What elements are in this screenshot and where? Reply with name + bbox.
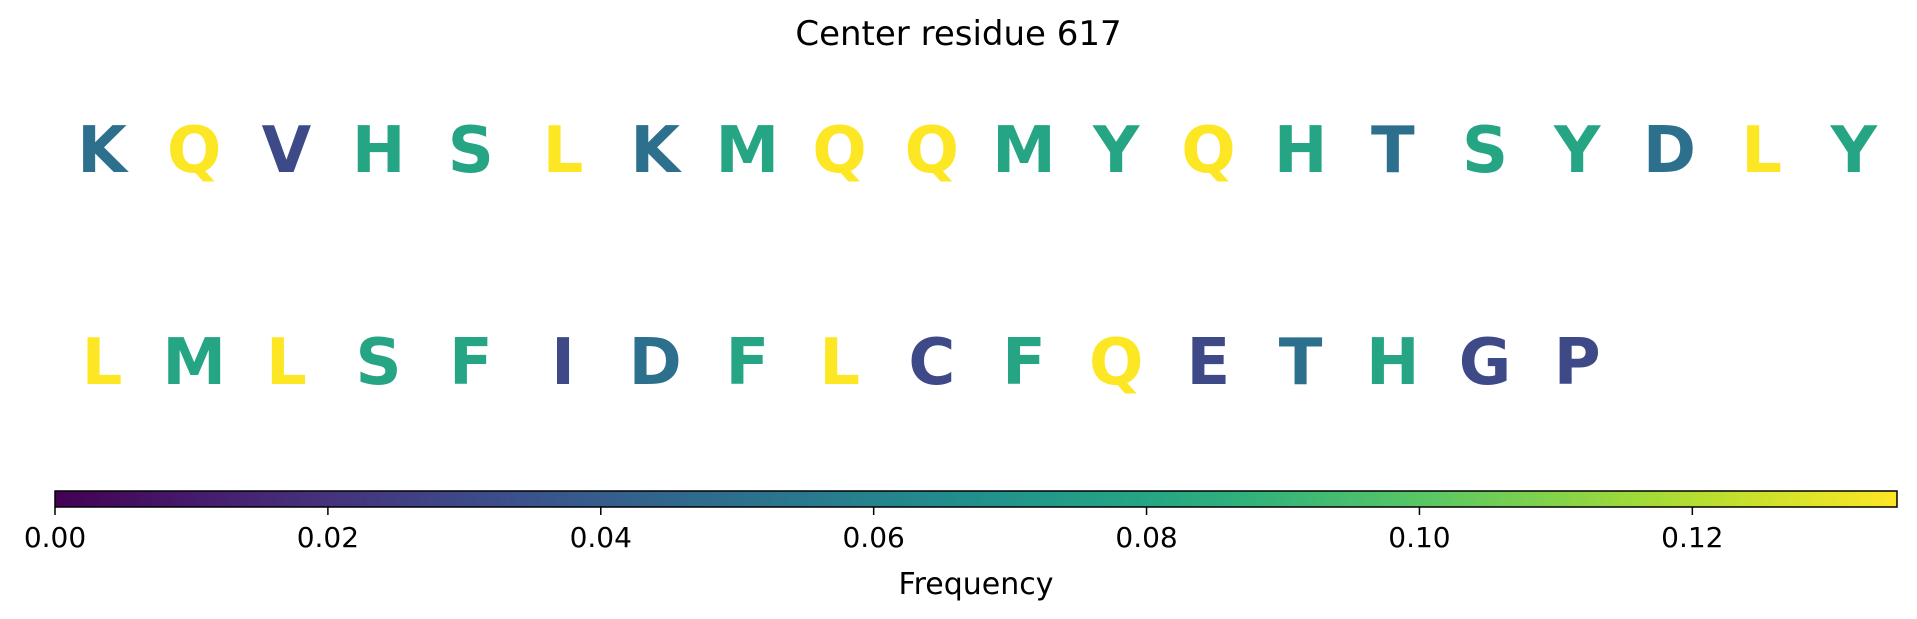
colorbar-ticks: 0.00 0.02 0.04 0.06 0.08 0.10 0.12 bbox=[24, 507, 1724, 554]
residue-letter: S bbox=[356, 326, 402, 400]
residue-letter: D bbox=[1643, 114, 1696, 188]
residue-letter: K bbox=[630, 114, 682, 188]
colorbar-tick-label: 0.02 bbox=[297, 521, 359, 554]
residue-letter: K bbox=[77, 114, 129, 188]
residue-letter: M bbox=[716, 114, 780, 188]
residue-letter: F bbox=[1002, 326, 1046, 400]
colorbar-tick-label: 0.08 bbox=[1115, 521, 1177, 554]
residue-letter: M bbox=[992, 114, 1056, 188]
residue-letter: T bbox=[1371, 114, 1415, 188]
residue-letter: M bbox=[162, 326, 226, 400]
residue-letter: I bbox=[551, 326, 575, 400]
colorbar-tick-label: 0.00 bbox=[24, 521, 86, 554]
residue-letter: Q bbox=[905, 114, 959, 188]
colorbar-tick-label: 0.04 bbox=[570, 521, 632, 554]
residue-letter: V bbox=[262, 114, 312, 188]
residue-letter: Y bbox=[1092, 114, 1140, 188]
residue-letter: T bbox=[1279, 326, 1323, 400]
residue-letter: S bbox=[1462, 114, 1508, 188]
colorbar: 0.00 0.02 0.04 0.06 0.08 0.10 0.12 Frequency bbox=[24, 490, 1898, 602]
residue-letter: L bbox=[82, 326, 123, 400]
residue-letter: Q bbox=[1181, 114, 1235, 188]
residue-letter: L bbox=[266, 326, 307, 400]
residue-letter: Y bbox=[1830, 114, 1878, 188]
colorbar-gradient bbox=[54, 490, 1898, 508]
chart-title: Center residue 617 bbox=[795, 14, 1122, 54]
colorbar-label: Frequency bbox=[899, 567, 1054, 602]
residue-letter: L bbox=[543, 114, 584, 188]
residue-letter: P bbox=[1554, 326, 1601, 400]
residue-letter: G bbox=[1459, 326, 1512, 400]
residue-letter: Y bbox=[1553, 114, 1601, 188]
residue-letter: Q bbox=[1089, 326, 1143, 400]
residue-letter: S bbox=[448, 114, 494, 188]
colorbar-tick-label: 0.12 bbox=[1661, 521, 1723, 554]
colorbar-tick-label: 0.06 bbox=[842, 521, 904, 554]
residue-letter: E bbox=[1187, 326, 1231, 400]
residue-letter: Q bbox=[812, 114, 866, 188]
residue-letter: F bbox=[449, 326, 493, 400]
residue-letter: D bbox=[629, 326, 682, 400]
residue-letter: H bbox=[1274, 114, 1328, 188]
residue-letter: H bbox=[352, 114, 406, 188]
residue-letter: H bbox=[1366, 326, 1420, 400]
colorbar-tick-label: 0.10 bbox=[1388, 521, 1450, 554]
residue-letter: L bbox=[1741, 114, 1782, 188]
residue-letter: C bbox=[908, 326, 955, 400]
residue-letter: Q bbox=[167, 114, 221, 188]
residue-letter: F bbox=[726, 326, 770, 400]
residue-letter: L bbox=[819, 326, 860, 400]
